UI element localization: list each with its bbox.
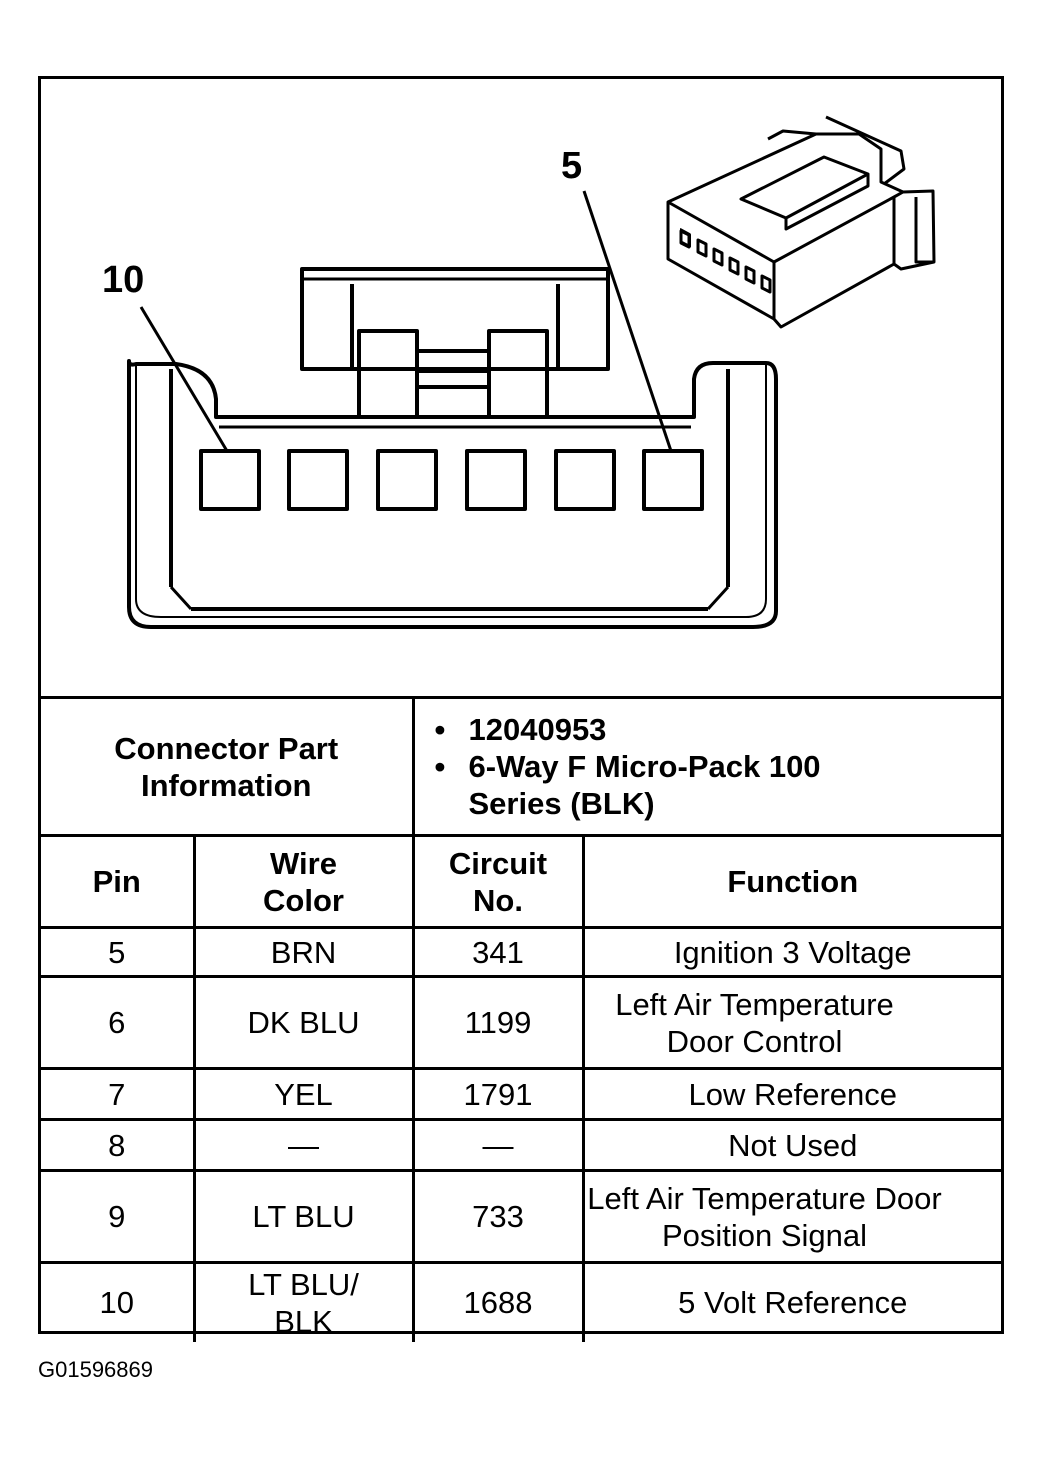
cell-wire-color: — (192, 1118, 415, 1172)
figure-code: G01596869 (38, 1357, 153, 1382)
connector-diagram: 10 5 (41, 79, 1001, 696)
callout-label-pin-5: 5 (561, 145, 583, 187)
pin-cavity-9 (287, 449, 349, 511)
latch-tab-left (357, 329, 419, 419)
header-wire-color-text: Wire Color (263, 845, 344, 918)
cell-circuit: 1791 (411, 1067, 585, 1121)
cell-pin: 7 (41, 1067, 196, 1121)
header-pin: Pin (41, 834, 196, 929)
connector-info-values: 12040953 6-Way F Micro-Pack 100 Series (… (411, 696, 1002, 837)
header-wire-color: Wire Color (192, 834, 415, 929)
cell-wire-color: BRN (192, 926, 415, 978)
table-row: 7 YEL 1791 Low Reference (41, 1067, 1001, 1121)
connector-info-label-text: Connector Part Information (114, 730, 339, 803)
table-row: 5 BRN 341 Ignition 3 Voltage (41, 926, 1001, 978)
diagram-frame: 10 5 Connector Part Information 12040953… (38, 76, 1004, 1342)
connector-latch (300, 267, 610, 371)
callout-label-pin-10: 10 (102, 259, 145, 301)
connector-type: 6-Way F Micro-Pack 100 Series (BLK) (435, 748, 829, 822)
cell-function: Left Air Temperature Door Position Signa… (581, 1169, 1001, 1264)
cell-function: 5 Volt Reference (581, 1261, 1001, 1342)
table-row: 9 LT BLU 733 Left Air Temperature Door P… (41, 1169, 1001, 1264)
connector-info-row: Connector Part Information 12040953 6-Wa… (41, 696, 1002, 837)
cell-circuit: 341 (411, 926, 585, 978)
cell-function: Ignition 3 Voltage (581, 926, 1001, 978)
table-row: 8 — — Not Used (41, 1118, 1001, 1172)
cell-wire-color: DK BLU (192, 975, 415, 1070)
cell-wire-color: LT BLU/ BLK (192, 1261, 415, 1342)
header-function: Function (581, 834, 1001, 929)
pin-cavity-8 (376, 449, 438, 511)
cell-function-text: Left Air Temperature Door Position Signa… (587, 1180, 942, 1253)
cell-pin: 9 (41, 1169, 196, 1264)
callout-line-10 (139, 306, 229, 452)
callout-line-5 (582, 190, 673, 452)
cell-pin: 6 (41, 975, 196, 1070)
cell-circuit: 1199 (411, 975, 585, 1070)
cell-function: Left Air Temperature Door Control (581, 975, 1001, 1070)
connector-info-list: 12040953 6-Way F Micro-Pack 100 Series (… (415, 711, 1002, 822)
cell-function-text: Left Air Temperature Door Control (615, 986, 894, 1059)
pin-cavity-6 (554, 449, 616, 511)
header-circuit-no: Circuit No. (411, 834, 585, 929)
header-circuit-no-text: Circuit No. (448, 845, 548, 918)
pin-cavity-7 (465, 449, 527, 511)
cell-function: Low Reference (581, 1067, 1001, 1121)
cell-circuit: 733 (411, 1169, 585, 1264)
cell-circuit: — (411, 1118, 585, 1172)
pin-cavity-5 (642, 449, 704, 511)
table-row: 6 DK BLU 1199 Left Air Temperature Door … (41, 975, 1001, 1070)
cell-wire-color: LT BLU (192, 1169, 415, 1264)
connector-iso-view (666, 115, 936, 329)
cell-pin: 5 (41, 926, 196, 978)
cell-circuit: 1688 (411, 1261, 585, 1342)
latch-tab-right (487, 329, 549, 419)
cell-pin: 8 (41, 1118, 196, 1172)
cell-wire-color-text: LT BLU/ BLK (248, 1266, 359, 1339)
pin-cavity-10 (199, 449, 261, 511)
cell-function: Not Used (581, 1118, 1001, 1172)
connector-table: Connector Part Information 12040953 6-Wa… (41, 696, 1001, 1342)
cell-pin: 10 (41, 1261, 196, 1342)
connector-face-drawing (127, 115, 936, 629)
table-header-row: Pin Wire Color Circuit No. Function (41, 834, 1001, 929)
connector-info-label: Connector Part Information (41, 696, 415, 837)
part-number: 12040953 (435, 711, 1002, 748)
connector-body (127, 359, 778, 629)
cell-wire-color: YEL (192, 1067, 415, 1121)
table-row: 10 LT BLU/ BLK 1688 5 Volt Reference (41, 1261, 1001, 1342)
